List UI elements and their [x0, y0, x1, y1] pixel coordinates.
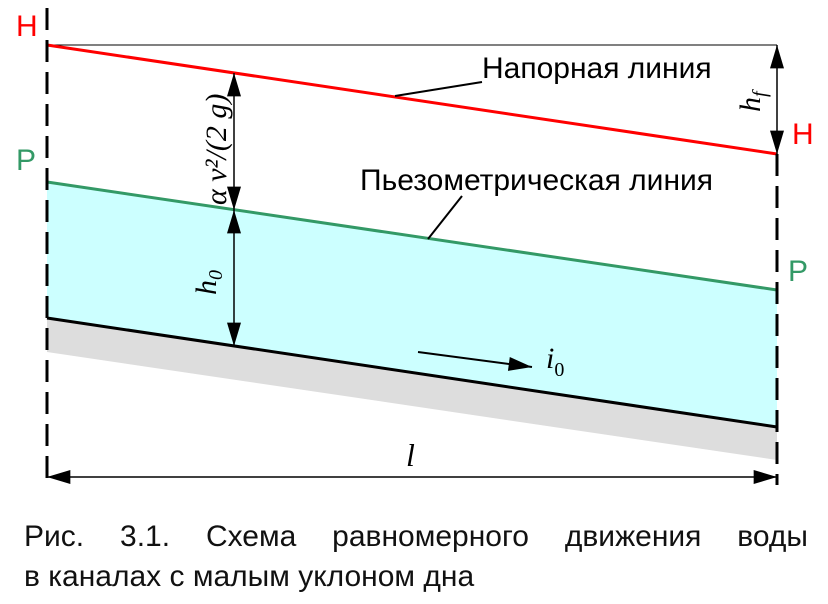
piezo-label-left: P [16, 144, 36, 177]
head-loss-label: hf [734, 89, 771, 112]
piezometric-line [46, 180, 778, 292]
channel-bottom [46, 316, 778, 429]
head-line [46, 43, 778, 156]
length-label: l [406, 437, 415, 473]
head-line-leader [394, 81, 483, 97]
slope-label: i0 [546, 342, 564, 381]
depth-label: h0 [190, 270, 227, 295]
channel-bed-band [47, 318, 777, 460]
head-line-label: Напорная линия [482, 52, 712, 85]
caption-line-1: Рис. 3.1. Схема равномерного движения во… [24, 520, 808, 553]
piezo-line-leader [427, 195, 463, 240]
piezo-label-right: P [788, 255, 808, 288]
head-label-right: H [792, 118, 814, 151]
slope-arrow [417, 351, 533, 371]
caption-line-2: в каналах с малым уклоном дна [24, 560, 475, 593]
velocity-head-label: α v²/(2 g) [200, 94, 233, 205]
piezo-line-label: Пьезометрическая линия [360, 164, 713, 197]
head-label-left: H [16, 10, 38, 43]
